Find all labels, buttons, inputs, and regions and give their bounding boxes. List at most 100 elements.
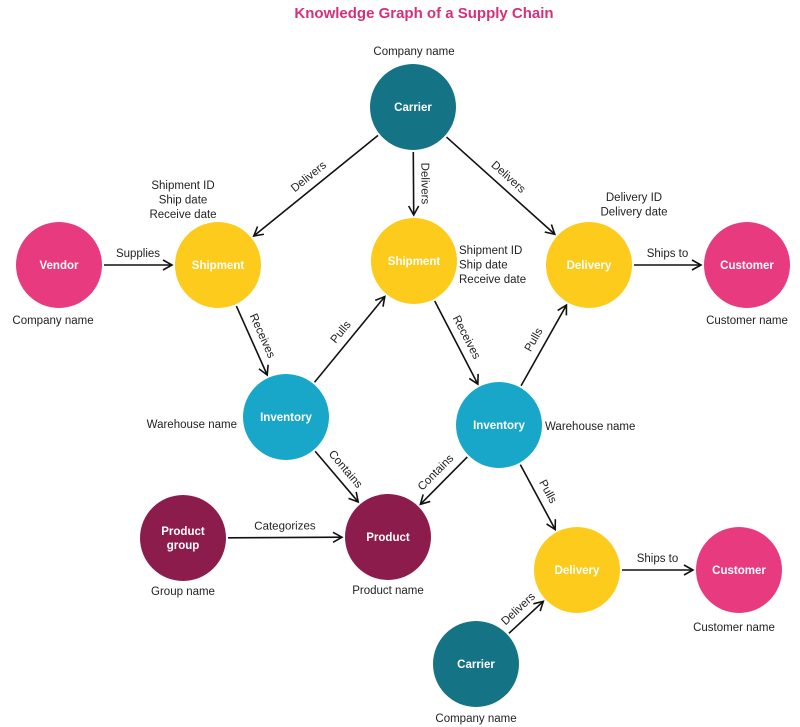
edge-delivery-bottom-to-customer-bottom: Ships to: [622, 553, 695, 576]
attribute-text: Shipment ID: [459, 245, 522, 257]
attribute-text: Receive date: [459, 274, 526, 286]
node-circle: [433, 621, 519, 707]
node-circle: [140, 495, 226, 581]
edge-arrow: [520, 303, 568, 387]
diagram-title: Knowledge Graph of a Supply Chain: [294, 5, 553, 22]
attributes-product-group: Group name: [151, 586, 215, 598]
node-vendor: Vendor: [16, 222, 102, 308]
edge-label: Receives: [247, 312, 277, 360]
edge-arrow: [433, 300, 479, 386]
edge-product-group-to-product: Categorizes: [227, 520, 344, 543]
edge-shipment-left-to-inventory-left: Receives: [235, 305, 277, 377]
node-inventory-left: Inventory: [243, 374, 329, 460]
node-label: Inventory: [260, 412, 312, 424]
edge-label: Delivers: [499, 591, 538, 628]
attributes-inventory-left: Warehouse name: [147, 419, 237, 431]
node-label: Customer: [720, 260, 774, 272]
edge-label: Receives: [450, 314, 483, 362]
node-shipment-mid: Shipment: [371, 218, 457, 304]
node-label: Delivery: [567, 260, 612, 272]
edge-arrow: [235, 305, 269, 377]
attribute-text: Shipment ID: [151, 180, 214, 192]
node-circle: [696, 527, 782, 613]
attribute-text: Group name: [151, 586, 215, 598]
node-label: Shipment: [388, 256, 441, 268]
node-shipment-left: Shipment: [175, 222, 261, 308]
node-label: Vendor: [40, 260, 80, 272]
node-circle: [345, 494, 431, 580]
edge-arrow: [252, 134, 379, 238]
attribute-text: Warehouse name: [545, 421, 635, 433]
edge-label: Supplies: [116, 248, 160, 260]
edge-carrier-top-to-shipment-left: Delivers: [252, 134, 379, 238]
node-circle: [371, 218, 457, 304]
edge-label: Delivers: [289, 159, 329, 195]
node-label: Customer: [712, 565, 766, 577]
edge-inventory-right-to-delivery-bottom: Pulls: [519, 464, 559, 531]
node-label: Inventory: [473, 420, 525, 432]
edge-label: Pulls: [329, 319, 354, 346]
node-label: Carrier: [457, 659, 495, 671]
edge-carrier-bottom-to-delivery-bottom: Delivers: [499, 591, 545, 634]
attribute-text: Ship date: [159, 195, 208, 207]
edge-delivery-top-to-customer-top: Ships to: [634, 248, 703, 271]
node-carrier-top: Carrier: [370, 64, 456, 150]
node-customer-top: Customer: [704, 222, 790, 308]
edge-inventory-right-to-delivery-top: Pulls: [520, 303, 568, 387]
edge-carrier-top-to-delivery-top: Delivers: [445, 136, 556, 236]
attribute-text: Delivery date: [600, 207, 667, 219]
edge-arrow: [419, 456, 468, 506]
node-circle: [704, 222, 790, 308]
edge-label: Categorizes: [254, 520, 316, 532]
edge-shipment-mid-to-inventory-right: Receives: [433, 300, 483, 386]
attribute-text: Customer name: [693, 622, 775, 634]
attributes-inventory-right: Warehouse name: [545, 421, 635, 433]
attribute-text: Company name: [12, 315, 93, 327]
node-carrier-bottom: Carrier: [433, 621, 519, 707]
edge-carrier-top-to-shipment-mid: Delivers: [407, 151, 431, 217]
node-delivery-bottom: Delivery: [534, 527, 620, 613]
edge-arrow: [313, 295, 386, 383]
attributes-carrier-bottom: Company name: [435, 713, 516, 725]
attribute-text: Customer name: [706, 315, 788, 327]
attributes-customer-bottom: Customer name: [693, 622, 775, 634]
attributes-product: Product name: [352, 585, 424, 597]
edge-label: Delivers: [489, 159, 528, 196]
node-circle: [456, 382, 542, 468]
edge-vendor-to-shipment-left: Supplies: [104, 248, 174, 271]
node-label: Shipment: [192, 260, 245, 272]
edge-arrow: [227, 531, 344, 543]
edge-label: Ships to: [637, 553, 679, 565]
node-circle: [534, 527, 620, 613]
node-circle: [175, 222, 261, 308]
attributes-customer-top: Customer name: [706, 315, 788, 327]
edge-arrow: [519, 464, 557, 531]
attributes-vendor: Company name: [12, 315, 93, 327]
attribute-text: Company name: [435, 713, 516, 725]
edge-arrow: [508, 600, 545, 634]
node-customer-bottom: Customer: [696, 527, 782, 613]
edge-label: Ships to: [647, 248, 689, 260]
attribute-text: Receive date: [149, 209, 216, 221]
edge-label: Contains: [416, 452, 457, 493]
node-circle: [243, 374, 329, 460]
node-circle: [370, 64, 456, 150]
edge-label: Delivers: [418, 163, 430, 205]
node-label: Product: [366, 532, 410, 544]
edge-arrow: [314, 450, 360, 504]
node-circle: [546, 222, 632, 308]
edge-arrow: [445, 136, 556, 236]
node-delivery-top: Delivery: [546, 222, 632, 308]
node-inventory-right: Inventory: [456, 382, 542, 468]
node-label: Carrier: [394, 102, 432, 114]
attribute-text: Ship date: [459, 260, 508, 272]
attribute-text: Warehouse name: [147, 419, 237, 431]
attributes-carrier-top: Company name: [373, 46, 454, 58]
edge-inventory-right-to-product: Contains: [416, 452, 468, 506]
node-label: group: [167, 540, 200, 552]
